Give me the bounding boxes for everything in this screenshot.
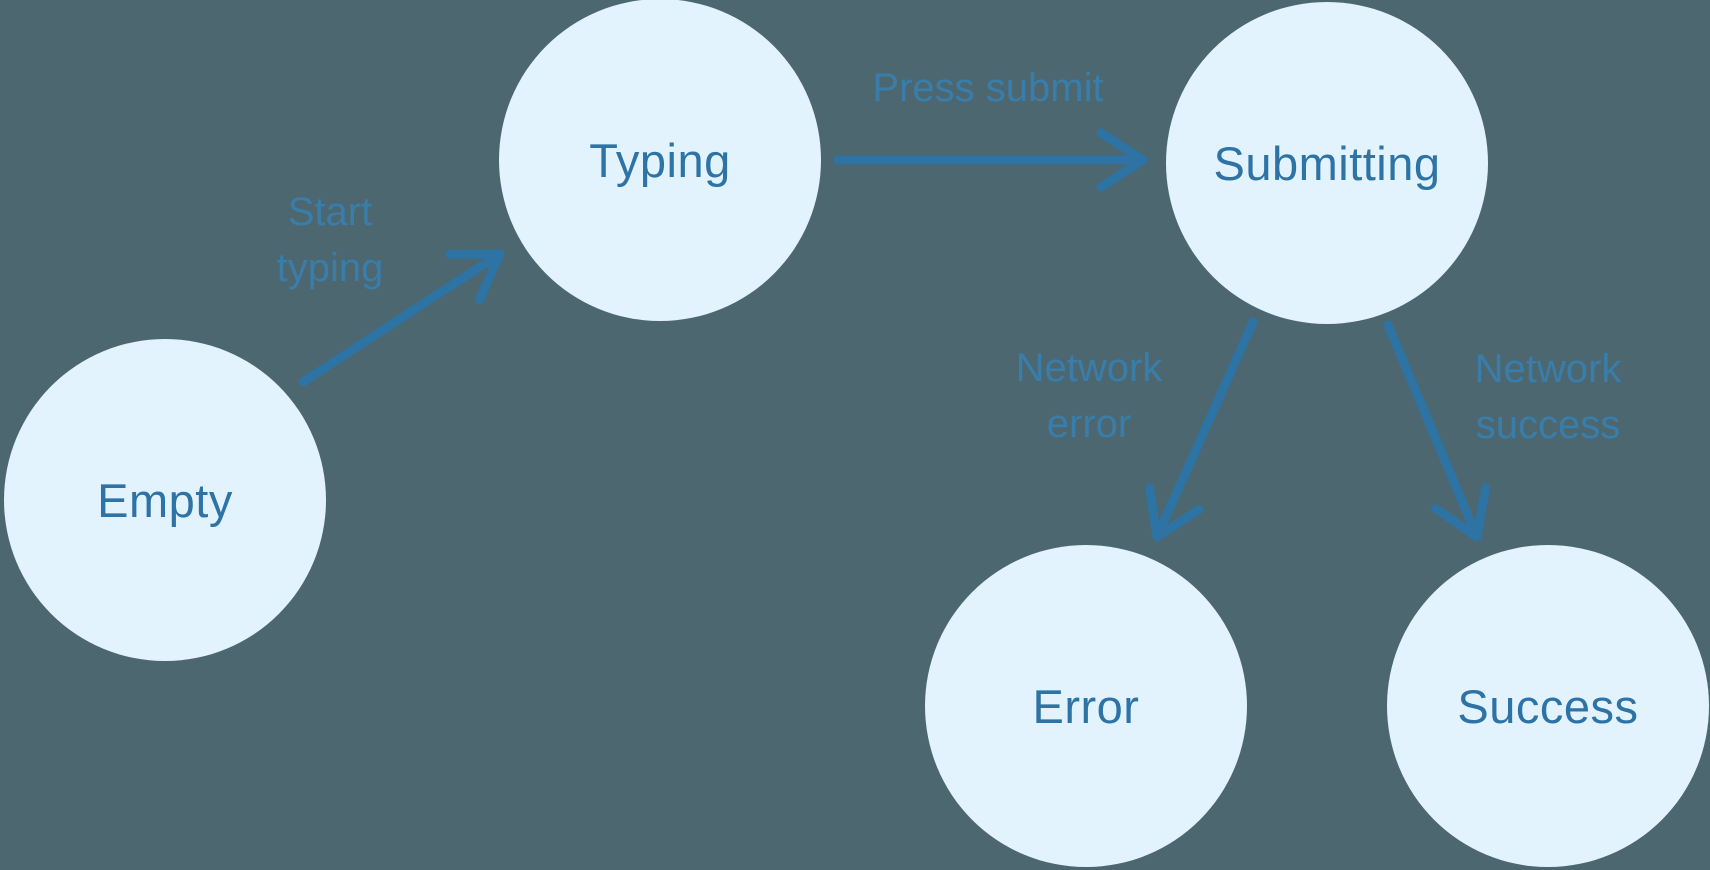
state-node-error: Error [925,545,1247,867]
transition-label-line: typing [276,246,384,290]
transition-label-line: Start [287,190,373,234]
state-label-error: Error [1032,679,1140,733]
arrow-start-typing [298,249,505,387]
transition-label-line: success [1475,403,1621,447]
state-label-typing: Typing [589,133,731,187]
transition-label-line: Press submit [872,66,1104,110]
state-label-success: Success [1457,679,1639,733]
state-node-submitting: Submitting [1166,2,1488,324]
transition-label-line: Network [1015,346,1163,390]
arrow-network-success [1383,320,1491,542]
transition-label-press-submit: Press submit [872,60,1103,116]
transition-label-line: error [1046,402,1132,446]
transition-label-network-success: Network success [1475,341,1622,453]
state-node-typing: Typing [499,0,821,321]
transition-label-start-typing: Start typing [277,184,384,296]
arrow-network-error [1144,317,1258,542]
state-label-empty: Empty [97,473,233,527]
transition-label-line: Network [1474,347,1622,391]
state-label-submitting: Submitting [1213,136,1441,190]
state-node-empty: Empty [4,339,326,661]
transition-label-network-error: Network error [1016,340,1163,452]
state-node-success: Success [1387,545,1709,867]
arrow-press-submit [833,128,1148,192]
